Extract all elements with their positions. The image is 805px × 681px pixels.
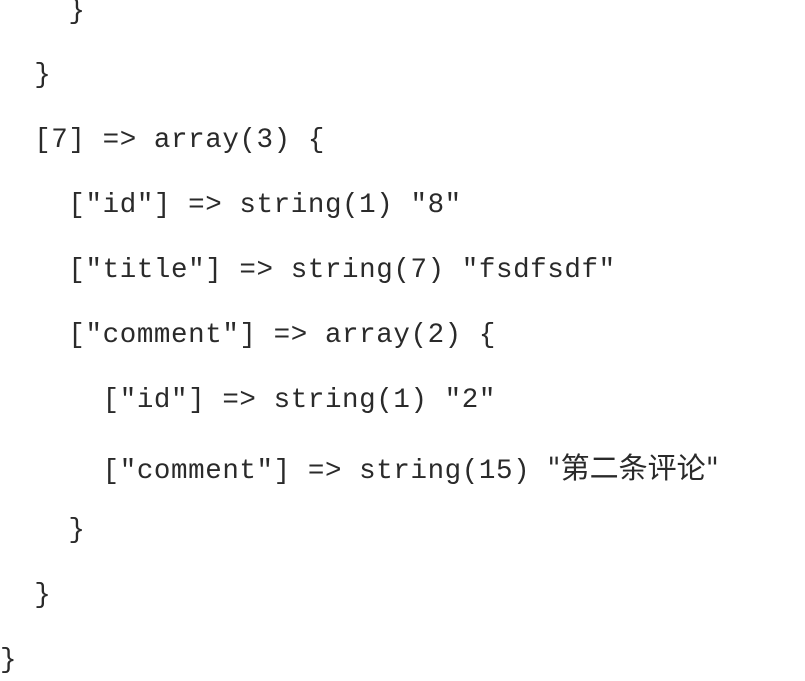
- code-line: }: [0, 515, 86, 546]
- code-line: ["id"] => string(1) "8": [0, 190, 462, 221]
- code-line: }: [0, 0, 86, 27]
- code-line: ["title"] => string(7) "fsdfsdf": [0, 255, 616, 286]
- cjk-string-value: "第二条评论": [547, 451, 719, 485]
- code-line-text: ["comment"] => string(15): [0, 456, 548, 487]
- code-line: }: [0, 580, 52, 611]
- code-line: [7] => array(3) {: [0, 125, 325, 156]
- code-line: ["comment"] => array(2) {: [0, 320, 496, 351]
- code-line: }: [0, 60, 52, 91]
- code-line-with-cjk: ["comment"] => string(15) "第二条评论": [0, 448, 719, 488]
- code-line: ["id"] => string(1) "2": [0, 385, 496, 416]
- code-line: }: [0, 645, 18, 676]
